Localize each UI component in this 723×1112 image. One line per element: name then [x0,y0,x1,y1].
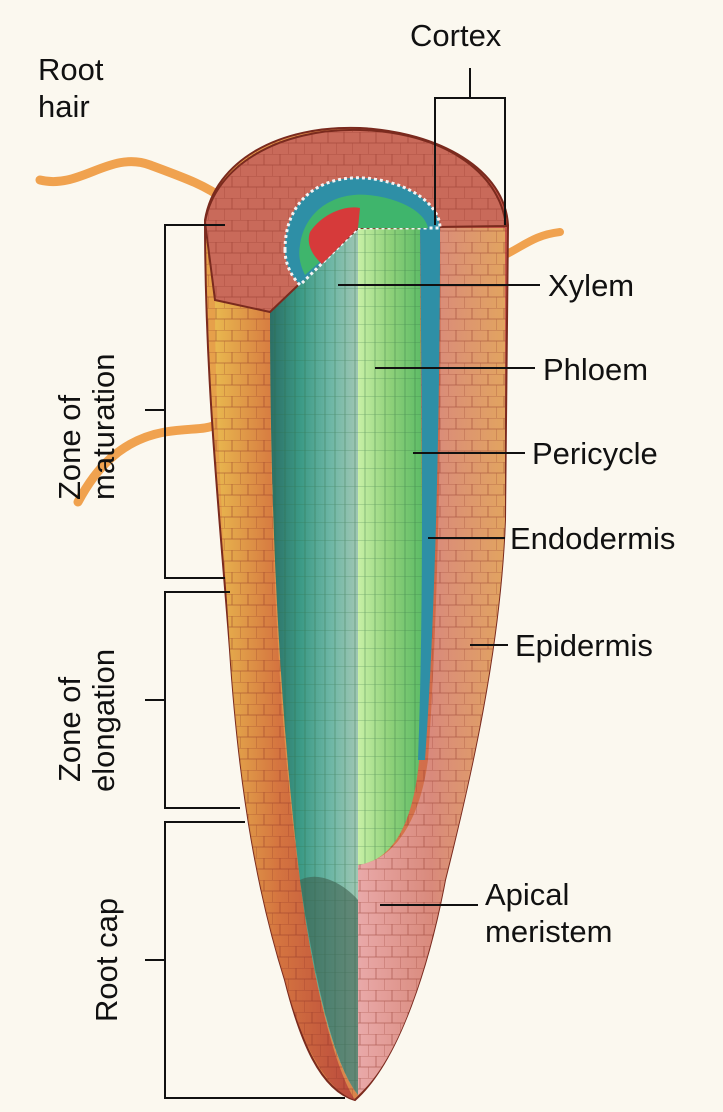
label-apical-meristem-line2: meristem [485,914,612,949]
root-hair-right [505,232,560,255]
label-zone-elongation: Zone of elongation [52,649,121,792]
label-endodermis: Endodermis [510,521,675,556]
label-root-hair-line2: hair [38,89,90,124]
stele-center-cells [358,228,422,865]
label-epidermis: Epidermis [515,628,653,663]
label-root-cap-text: Root cap [89,898,124,1022]
label-pericycle: Pericycle [532,436,658,471]
label-cortex: Cortex [410,18,502,53]
label-zone-maturation-line1: Zone of [52,394,87,500]
label-zone-elongation-line2: elongation [86,649,121,792]
label-zone-elongation-line1: Zone of [52,676,87,782]
label-zone-maturation: Zone of maturation [52,354,121,500]
label-xylem: Xylem [548,268,634,303]
label-root-cap: Root cap [89,898,124,1022]
label-zone-maturation-line2: maturation [86,354,121,500]
root-hair-top-left [40,162,225,200]
bracket-elongation [145,592,240,808]
label-root-hair-line1: Root [38,52,104,87]
label-phloem: Phloem [543,352,648,387]
label-apical-meristem-line1: Apical [485,877,569,912]
